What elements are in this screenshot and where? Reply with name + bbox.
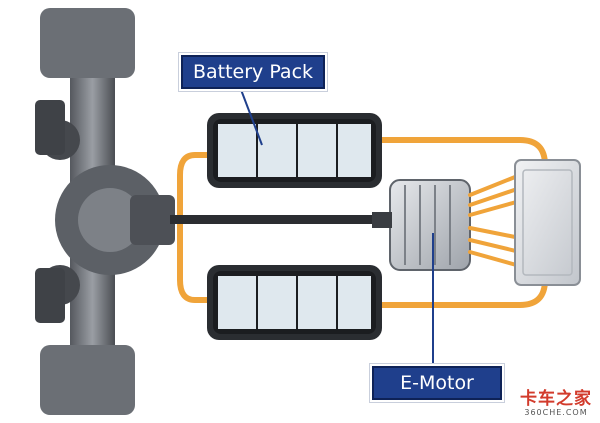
watermark: 卡车之家 360CHE.COM [520, 390, 592, 417]
battery-icon [207, 265, 382, 340]
watermark-url: 360CHE.COM [524, 408, 588, 417]
motor-icon [372, 179, 471, 271]
inverter-icon [514, 159, 581, 286]
watermark-text: 卡车之家 [520, 389, 592, 409]
drive-shaft [170, 215, 380, 224]
battery-leader-line [239, 86, 263, 146]
cable-left-loop [177, 152, 218, 303]
phase-cables [468, 173, 522, 268]
battery-icon [207, 113, 382, 188]
e-motor-label: E-Motor [372, 366, 502, 400]
battery-pack-label: Battery Pack [181, 55, 325, 89]
axle-icon [35, 8, 175, 415]
